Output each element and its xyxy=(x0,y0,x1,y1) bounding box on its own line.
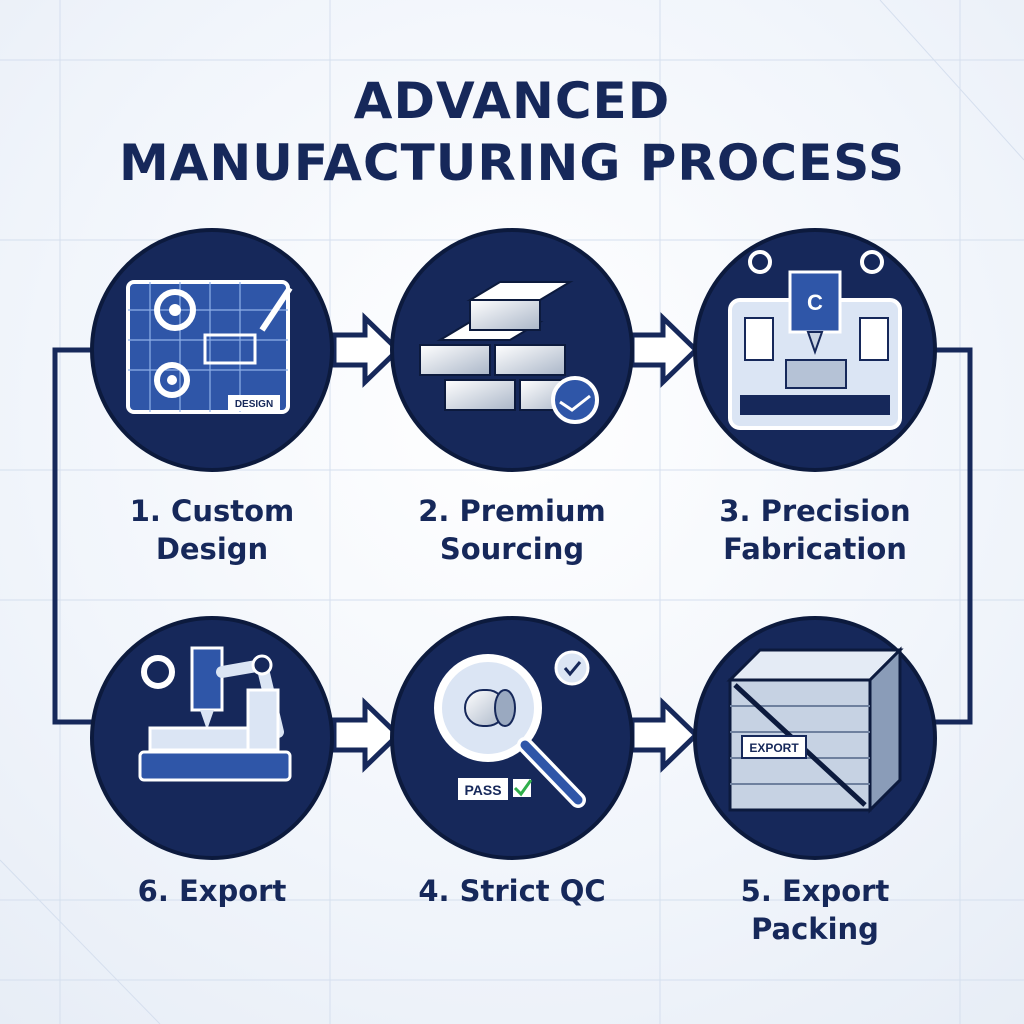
arrow-6-to-4 xyxy=(331,697,402,773)
design-badge-text: DESIGN xyxy=(235,399,273,410)
arrow-4-to-5 xyxy=(629,697,700,773)
export-badge-text: EXPORT xyxy=(749,741,799,755)
flow-connector-left xyxy=(52,347,110,725)
title-line-2: MANUFACTURING PROCESS xyxy=(118,134,906,192)
title-line-1: ADVANCED xyxy=(353,72,671,130)
arrow-2-to-3 xyxy=(629,312,700,388)
check-icon xyxy=(513,779,533,797)
step-label-4: 4. Strict QC xyxy=(418,874,606,908)
metal-ingots-icon xyxy=(419,281,599,424)
cnc-machine-icon: C xyxy=(728,250,902,430)
wooden-crate-icon: EXPORT xyxy=(726,646,904,814)
arrow-1-to-2 xyxy=(331,312,402,388)
magnifier-inspection-icon: PASS xyxy=(434,650,590,808)
flow-connector-right xyxy=(916,347,973,725)
blueprint-gear-icon: DESIGN xyxy=(126,280,293,414)
globe-handshake-icon xyxy=(551,376,599,424)
certified-seal-icon xyxy=(554,650,590,686)
step-label-6: 6. Export xyxy=(137,874,287,908)
pass-badge-text: PASS xyxy=(464,782,501,798)
milling-robot-icon xyxy=(138,646,292,782)
svg-text:C: C xyxy=(807,290,823,315)
